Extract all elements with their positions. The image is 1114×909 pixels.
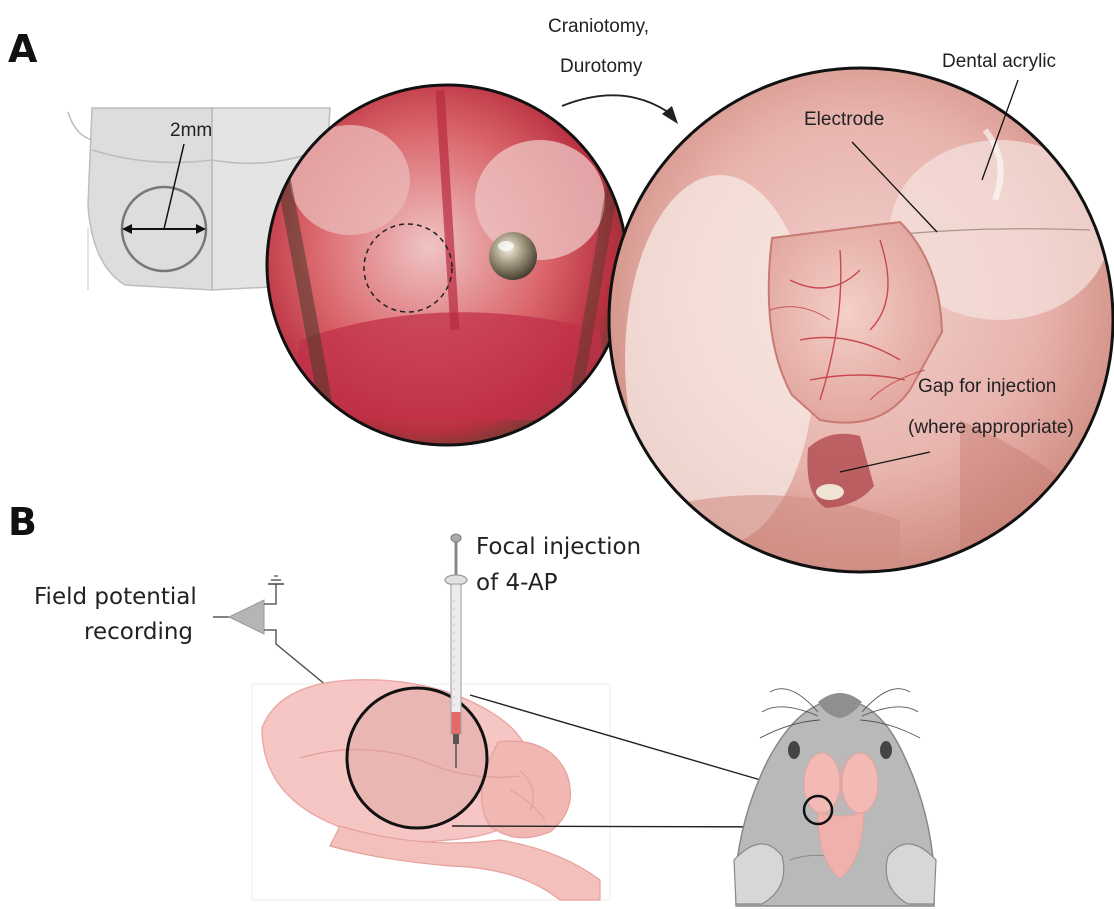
zoom-circle-large	[347, 688, 487, 828]
injection-label-line2: of 4-AP	[476, 570, 558, 596]
diameter-label: 2mm	[170, 120, 212, 141]
panel-b-letter: B	[8, 500, 37, 544]
anchor-screw	[489, 232, 537, 280]
step-label-line2: Durotomy	[560, 56, 643, 77]
exposed-skull-photo	[267, 85, 627, 445]
craniotomy-photo	[609, 68, 1113, 580]
step-label-line1: Craniotomy,	[548, 16, 649, 37]
injection-label-line1: Focal injection	[476, 534, 641, 560]
dental-acrylic-label: Dental acrylic	[942, 51, 1056, 72]
gap-label-line2: (where appropriate)	[908, 417, 1074, 438]
panel-a-letter: A	[8, 27, 38, 71]
step-arrow	[562, 95, 678, 124]
recording-label-line2: recording	[84, 619, 193, 645]
gap-label-line1: Gap for injection	[918, 376, 1056, 397]
electrode-label: Electrode	[804, 109, 884, 130]
recording-label-line1: Field potential	[34, 584, 197, 610]
